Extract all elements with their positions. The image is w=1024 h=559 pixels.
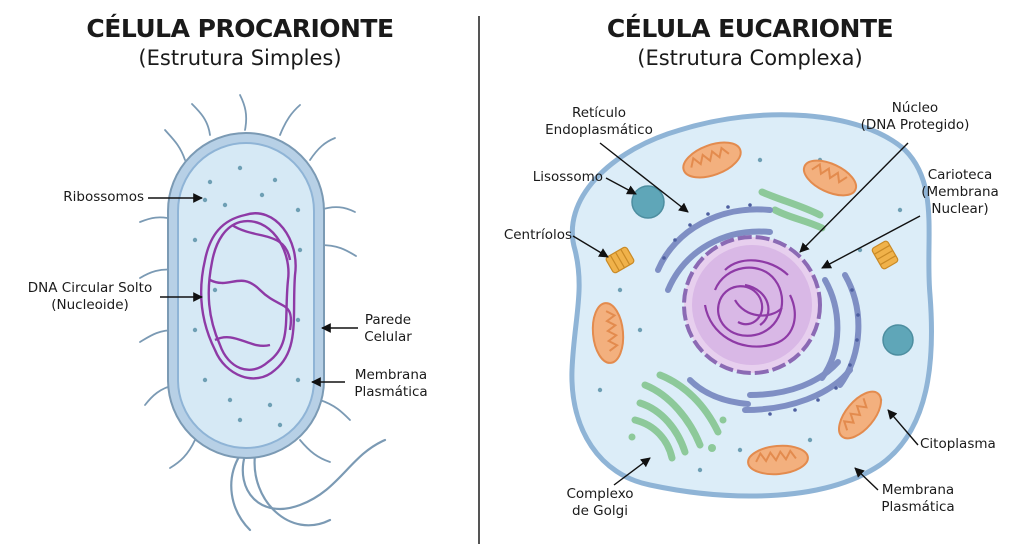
section-divider (478, 16, 480, 544)
golgi-vesicles (628, 416, 727, 452)
eukaryote-title: CÉLULA EUCARIONTE (606, 14, 894, 43)
centriole-right (871, 240, 899, 270)
ribosome-dots (192, 165, 303, 428)
label-centriolos: Centríolos (503, 227, 572, 243)
prokaryote-title: CÉLULA PROCARIONTE (86, 14, 394, 43)
label-ribossomos: Ribossomos (63, 189, 144, 205)
label-citoplasma: Citoplasma (920, 436, 996, 452)
smooth-er (758, 188, 826, 232)
lysosome-top (631, 185, 665, 219)
label-dna-nucleoide: DNA Circular Solto(Nucleoide) (27, 280, 153, 313)
centriole-left (605, 246, 635, 274)
ribosome-beads (662, 203, 860, 416)
label-lisossomo: Lisossomo (532, 169, 603, 185)
rough-er (655, 206, 862, 413)
flagella (230, 438, 387, 532)
chromatin (703, 259, 796, 348)
golgi-apparatus (631, 371, 722, 462)
plasma-membrane (177, 142, 315, 449)
prokaryote-subtitle: (Estrutura Simples) (138, 46, 342, 70)
lysosome-right (882, 324, 914, 356)
circular-dna (199, 212, 297, 380)
mitochondria (591, 141, 882, 476)
label-nucleo: Núcleo(DNA Protegido) (860, 100, 970, 133)
eukaryote-subtitle: (Estrutura Complexa) (637, 46, 863, 70)
